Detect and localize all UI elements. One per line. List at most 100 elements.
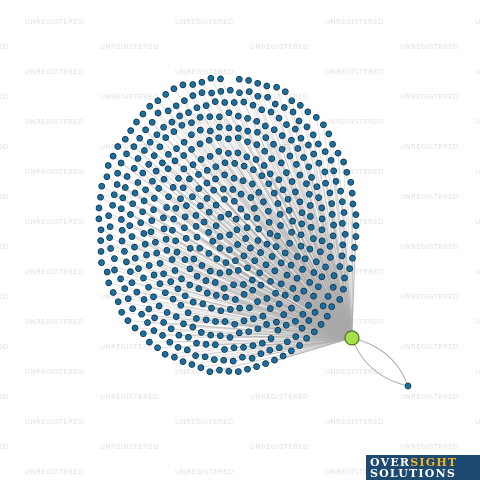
- leaf-node[interactable]: [322, 263, 329, 271]
- leaf-node[interactable]: [294, 145, 302, 152]
- leaf-node[interactable]: [230, 281, 237, 289]
- leaf-node[interactable]: [240, 344, 247, 351]
- leaf-node[interactable]: [126, 222, 134, 229]
- leaf-node[interactable]: [131, 324, 139, 332]
- leaf-node[interactable]: [312, 258, 320, 266]
- leaf-node[interactable]: [299, 266, 306, 273]
- leaf-node[interactable]: [267, 108, 275, 116]
- leaf-node[interactable]: [186, 244, 194, 252]
- leaf-node[interactable]: [240, 281, 247, 288]
- leaf-node[interactable]: [180, 165, 188, 173]
- leaf-node[interactable]: [225, 368, 233, 375]
- leaf-node[interactable]: [118, 308, 126, 316]
- leaf-node[interactable]: [240, 162, 248, 170]
- leaf-node[interactable]: [338, 198, 346, 206]
- leaf-node[interactable]: [136, 134, 144, 142]
- leaf-node[interactable]: [196, 126, 204, 134]
- leaf-node[interactable]: [257, 350, 265, 357]
- leaf-node[interactable]: [175, 331, 183, 339]
- leaf-node[interactable]: [167, 278, 175, 285]
- leaf-node[interactable]: [280, 311, 288, 318]
- leaf-node[interactable]: [325, 130, 333, 138]
- leaf-node[interactable]: [181, 97, 188, 104]
- leaf-node[interactable]: [212, 292, 220, 299]
- leaf-node[interactable]: [188, 146, 195, 153]
- leaf-node[interactable]: [263, 295, 271, 302]
- leaf-node[interactable]: [306, 202, 314, 209]
- leaf-node[interactable]: [162, 134, 170, 141]
- leaf-node[interactable]: [172, 313, 180, 320]
- leaf-node[interactable]: [216, 113, 223, 121]
- leaf-node[interactable]: [274, 326, 282, 334]
- leaf-node[interactable]: [328, 211, 336, 218]
- leaf-node[interactable]: [169, 184, 177, 191]
- leaf-node[interactable]: [328, 303, 336, 310]
- leaf-node[interactable]: [249, 342, 257, 349]
- leaf-node[interactable]: [170, 215, 177, 223]
- leaf-node[interactable]: [168, 256, 176, 263]
- leaf-node[interactable]: [300, 154, 307, 161]
- leaf-node[interactable]: [243, 213, 251, 221]
- leaf-node[interactable]: [297, 231, 305, 239]
- leaf-node[interactable]: [312, 114, 320, 121]
- leaf-node[interactable]: [160, 175, 168, 183]
- leaf-node[interactable]: [304, 108, 312, 116]
- leaf-node[interactable]: [266, 230, 274, 237]
- leaf-node[interactable]: [296, 102, 304, 109]
- leaf-node[interactable]: [217, 307, 225, 315]
- leaf-node[interactable]: [234, 267, 242, 274]
- leaf-node[interactable]: [237, 205, 245, 213]
- leaf-node[interactable]: [275, 114, 283, 122]
- leaf-node[interactable]: [203, 167, 211, 174]
- leaf-node[interactable]: [339, 220, 346, 227]
- leaf-node[interactable]: [328, 200, 336, 207]
- leaf-node[interactable]: [180, 138, 188, 146]
- leaf-node[interactable]: [245, 88, 253, 95]
- leaf-node[interactable]: [95, 215, 103, 223]
- leaf-node[interactable]: [217, 75, 224, 83]
- leaf-node[interactable]: [130, 165, 138, 172]
- leaf-node[interactable]: [263, 240, 271, 248]
- leaf-node[interactable]: [118, 216, 125, 223]
- leaf-node[interactable]: [297, 134, 305, 142]
- leaf-node[interactable]: [240, 291, 248, 298]
- leaf-node[interactable]: [245, 328, 253, 336]
- leaf-node[interactable]: [105, 212, 112, 220]
- leaf-node[interactable]: [310, 328, 318, 336]
- leaf-node[interactable]: [340, 285, 347, 293]
- leaf-node[interactable]: [189, 92, 197, 99]
- leaf-node[interactable]: [146, 102, 154, 110]
- leaf-node[interactable]: [198, 262, 206, 269]
- leaf-node[interactable]: [268, 155, 276, 163]
- leaf-node[interactable]: [236, 89, 243, 97]
- leaf-node[interactable]: [110, 191, 118, 199]
- leaf-node[interactable]: [127, 268, 134, 275]
- leaf-node[interactable]: [140, 296, 148, 303]
- leaf-node[interactable]: [293, 295, 300, 302]
- leaf-node[interactable]: [150, 206, 157, 214]
- leaf-node[interactable]: [140, 274, 147, 282]
- leaf-node[interactable]: [288, 136, 295, 144]
- leaf-node[interactable]: [139, 110, 147, 118]
- leaf-node[interactable]: [339, 241, 347, 249]
- leaf-node[interactable]: [196, 140, 204, 148]
- leaf-node[interactable]: [288, 178, 296, 185]
- leaf-node[interactable]: [263, 82, 271, 90]
- leaf-node[interactable]: [189, 81, 197, 88]
- leaf-node[interactable]: [184, 309, 192, 317]
- leaf-node[interactable]: [123, 150, 130, 158]
- leaf-node[interactable]: [200, 218, 208, 226]
- leaf-node[interactable]: [207, 331, 215, 339]
- leaf-node[interactable]: [281, 291, 289, 299]
- leaf-node[interactable]: [97, 248, 105, 255]
- leaf-node[interactable]: [206, 127, 214, 135]
- leaf-node[interactable]: [181, 213, 189, 221]
- leaf-node[interactable]: [262, 360, 269, 367]
- leaf-node[interactable]: [216, 366, 223, 374]
- leaf-node[interactable]: [297, 242, 305, 250]
- leaf-node[interactable]: [174, 285, 182, 293]
- leaf-node[interactable]: [197, 329, 205, 336]
- leaf-node[interactable]: [185, 333, 192, 341]
- leaf-node[interactable]: [143, 251, 150, 259]
- leaf-node[interactable]: [203, 195, 211, 202]
